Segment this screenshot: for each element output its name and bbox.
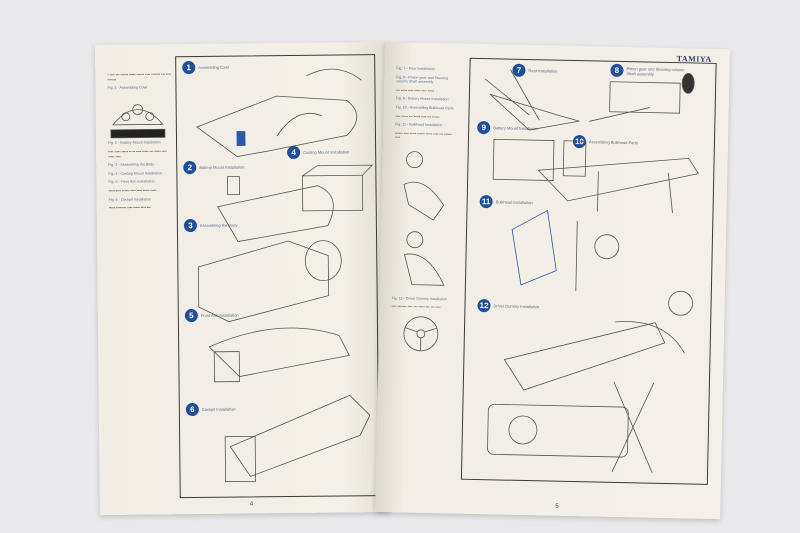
fig-caption: Fig. 6 - Cockpit Installation (108, 196, 152, 202)
fig-caption: Fig. 3 - Assembling the Body (108, 162, 155, 168)
driver-figure-illustration (403, 151, 445, 286)
fig-caption: Fig. 1 - Assembling Cowl (107, 85, 148, 91)
fig-caption: Fig. 11 - Bulkhead Installation (395, 122, 443, 128)
fig-caption: Fig. 12 - Driver Dummy Installation (391, 295, 448, 301)
fig-caption: Fig. 8 - Pinion gear and Steering column… (396, 74, 449, 85)
fig-caption: Fig. 10 - Assembling Bulkhead Parts (395, 105, 454, 111)
assembly-illustrations (484, 69, 699, 473)
fig-caption: Fig. 4 - Cooling Mount Installation (108, 171, 162, 176)
instruction-booklet: ▪ ▪▪▪▪ ▪▪▪ ▪▪▪▪▪▪ ▪▪▪▪▪ ▪▪▪▪▪▪ ▪▪▪▪ ▪▪▪▪… (95, 42, 735, 520)
assembly-illustrations (196, 68, 374, 483)
page-number: 5 (555, 503, 559, 510)
right-page: TAMIYA Fig. 7 - Rear Installation Fig. 8… (375, 42, 730, 520)
left-page: ▪ ▪▪▪▪ ▪▪▪ ▪▪▪▪▪▪ ▪▪▪▪▪ ▪▪▪▪▪▪ ▪▪▪▪ ▪▪▪▪… (95, 42, 390, 516)
left-text-column: ▪ ▪▪▪▪ ▪▪▪ ▪▪▪▪▪▪ ▪▪▪▪▪ ▪▪▪▪▪▪ ▪▪▪▪ ▪▪▪▪… (107, 72, 172, 211)
fig-caption: Fig. 9 - Battery Mount Installation (395, 96, 449, 102)
right-text-column: Fig. 7 - Rear Installation Fig. 8 - Pini… (390, 66, 456, 356)
page-number: 4 (249, 501, 254, 508)
steering-wheel-illustration (403, 316, 439, 351)
fig-caption: Fig. 2 - Battery Mount Installation (108, 140, 161, 146)
fig-caption: Fig. 5 - Front Arm Installation (108, 179, 155, 185)
fig-caption: Fig. 7 - Rear Installation (396, 66, 435, 72)
gauge-panel-illustration (110, 103, 166, 139)
